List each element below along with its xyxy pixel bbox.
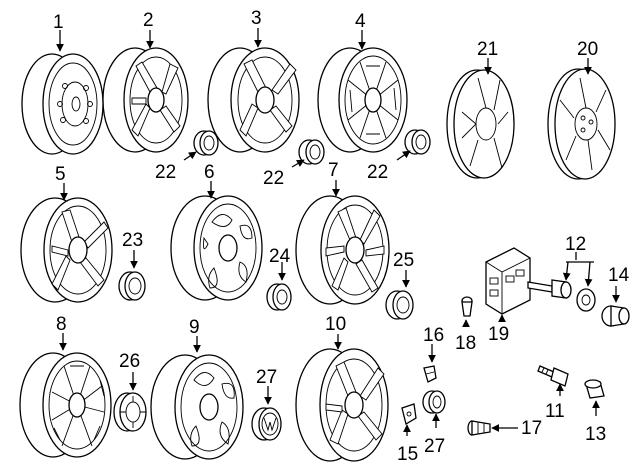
callout-14: 14 — [608, 265, 630, 286]
wheel-8-multispoke — [19, 352, 112, 458]
center-cap-24 — [266, 283, 292, 311]
clip-16 — [423, 365, 437, 383]
callout-26: 26 — [119, 351, 140, 372]
callout-13: 13 — [585, 424, 606, 445]
callout-7: 7 — [328, 160, 339, 181]
valve-stem-18 — [461, 296, 473, 317]
lock-kit-19 — [485, 247, 531, 315]
callout-27-b: 27 — [424, 436, 445, 457]
callout-11: 11 — [545, 401, 565, 422]
wheel-2-alloy — [102, 47, 189, 153]
center-cap-22-c — [404, 129, 431, 155]
callout-5: 5 — [55, 164, 66, 185]
callout-3: 3 — [251, 8, 262, 29]
callout-12: 12 — [565, 234, 586, 255]
wheel-bolt-11 — [537, 365, 569, 387]
bolt-cap-14 — [601, 305, 630, 327]
center-cap-25 — [385, 290, 414, 320]
center-cap-22-b — [298, 139, 325, 165]
callout-15: 15 — [397, 444, 418, 465]
center-cap-23 — [118, 271, 146, 301]
callout-6: 6 — [204, 162, 215, 183]
center-cap-27-b — [422, 390, 446, 414]
callout-24: 24 — [269, 246, 291, 267]
callout-19: 19 — [488, 324, 509, 345]
clip-15 — [401, 403, 417, 426]
center-cap-26 — [113, 392, 147, 432]
callout-17: 17 — [521, 418, 542, 439]
callout-21: 21 — [477, 39, 498, 60]
wheel-cover-20 — [547, 68, 616, 180]
callout-4: 4 — [355, 11, 366, 32]
center-cap-27-a — [251, 407, 282, 441]
wheel-6-alloy — [170, 195, 263, 301]
callout-18: 18 — [455, 333, 476, 354]
wheel-10-alloy — [295, 348, 389, 462]
wheel-5-alloy — [20, 197, 113, 303]
callout-25: 25 — [393, 250, 414, 271]
callout-9: 9 — [189, 317, 200, 338]
bolt-cap-13 — [584, 379, 605, 399]
center-cap-22-a — [193, 130, 219, 156]
callout-20: 20 — [577, 39, 598, 60]
wheel-9-alloy — [150, 354, 244, 460]
callout-22-b: 22 — [263, 168, 284, 189]
callout-16: 16 — [423, 325, 444, 346]
callout-1: 1 — [53, 12, 64, 33]
callout-10: 10 — [325, 314, 346, 335]
lock-bolt-12 — [527, 279, 596, 312]
callout-2: 2 — [143, 10, 154, 31]
valve-17 — [467, 420, 491, 436]
callout-23: 23 — [122, 230, 143, 251]
wheel-1-steel — [21, 53, 104, 155]
wheel-cover-21 — [446, 69, 515, 179]
callout-8: 8 — [56, 314, 67, 335]
callout-22-a: 22 — [155, 162, 176, 183]
wheel-4-multispoke — [317, 47, 408, 153]
wheel-7-alloy — [295, 195, 390, 305]
wheel-3-alloy — [207, 47, 300, 153]
callout-27-a: 27 — [256, 367, 277, 388]
callout-22-c: 22 — [367, 162, 388, 183]
